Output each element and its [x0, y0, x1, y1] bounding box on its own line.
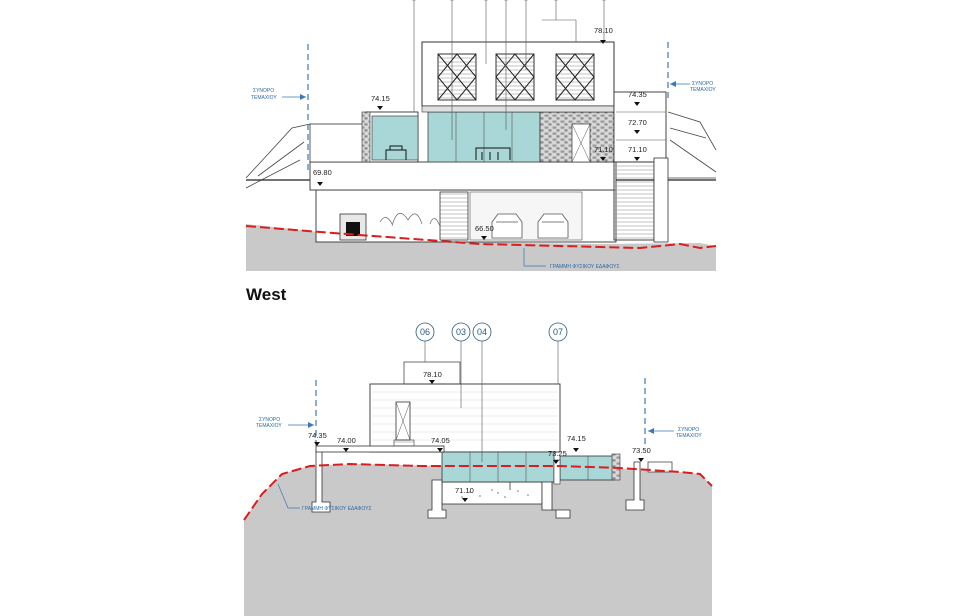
upper-level-72-70: 72.70 — [628, 118, 647, 127]
lower-elevation: 06 03 04 07 ΣΥΝΟΡΟ ΤΕΜΑΧΙΟΥ ΣΥΝΟΡΟ ΤΕΜΑΧ… — [243, 322, 713, 616]
upper-hill-right — [667, 111, 717, 179]
upper-level-71-10-b: 71.10 — [628, 145, 647, 154]
lower-boundary-label-right-1: ΣΥΝΟΡΟ — [678, 427, 699, 433]
lower-level-markers — [314, 380, 644, 502]
lower-level-71-10: 71.10 — [455, 486, 474, 495]
lower-level-73-50: 73.50 — [632, 446, 651, 455]
upper-boundary-label-right-2: ΤΕΜΑΧΙΟΥ — [690, 87, 716, 93]
lower-level-73-25: 73.25 — [548, 449, 567, 458]
upper-level-74-15: 74.15 — [371, 94, 390, 103]
upper-elevation: ΣΥΝΟΡΟ ΤΕΜΑΧΙΟΥ ΣΥΝΟΡΟ ΤΕΜΑΧΙΟΥ ΓΡΑΜΜΗ Φ… — [245, 0, 717, 271]
upper-level-78-10: 78.10 — [594, 26, 613, 35]
upper-boundary-label-right-1: ΣΥΝΟΡΟ — [692, 81, 713, 87]
lower-level-74-05: 74.05 — [431, 436, 450, 445]
lower-boundary-label-left-1: ΣΥΝΟΡΟ — [259, 417, 280, 423]
lower-ground-label: ΓΡΑΜΜΗ ΦΥΣΙΚΟΥ ΕΔΑΦΟΥΣ — [302, 506, 372, 512]
callout-07: 07 — [553, 327, 563, 337]
callout-04: 04 — [477, 327, 487, 337]
section-heading: West — [246, 285, 287, 304]
upper-cars — [491, 213, 569, 239]
upper-level-markers — [317, 40, 640, 240]
upper-boundary-label-left-2: ΤΕΜΑΧΙΟΥ — [251, 95, 277, 101]
callout-06: 06 — [420, 327, 430, 337]
upper-level-74-35: 74.35 — [628, 90, 647, 99]
upper-level-71-10-a: 71.10 — [594, 145, 613, 154]
upper-ground-label: ΓΡΑΜΜΗ ΦΥΣΙΚΟΥ ΕΔΑΦΟΥΣ — [550, 264, 620, 270]
lower-boundary-label-right-2: ΤΕΜΑΧΙΟΥ — [676, 433, 702, 439]
lower-level-74-00: 74.00 — [337, 436, 356, 445]
lower-level-78-10: 78.10 — [423, 370, 442, 379]
lower-ground — [244, 464, 712, 616]
upper-boundary-label-left-1: ΣΥΝΟΡΟ — [253, 88, 274, 94]
upper-shutters — [437, 53, 595, 101]
lower-boundary-label-left-2: ΤΕΜΑΧΙΟΥ — [256, 423, 282, 429]
upper-level-69-80: 69.80 — [313, 168, 332, 177]
upper-furniture — [385, 145, 511, 160]
lower-level-74-15: 74.15 — [567, 434, 586, 443]
upper-level-66-50: 66.50 — [475, 224, 494, 233]
lower-natural-ground-line — [243, 462, 713, 521]
lower-level-74-35: 74.35 — [308, 431, 327, 440]
callout-03: 03 — [456, 327, 466, 337]
upper-natural-ground-line — [245, 225, 717, 250]
upper-hill-left — [245, 123, 316, 189]
